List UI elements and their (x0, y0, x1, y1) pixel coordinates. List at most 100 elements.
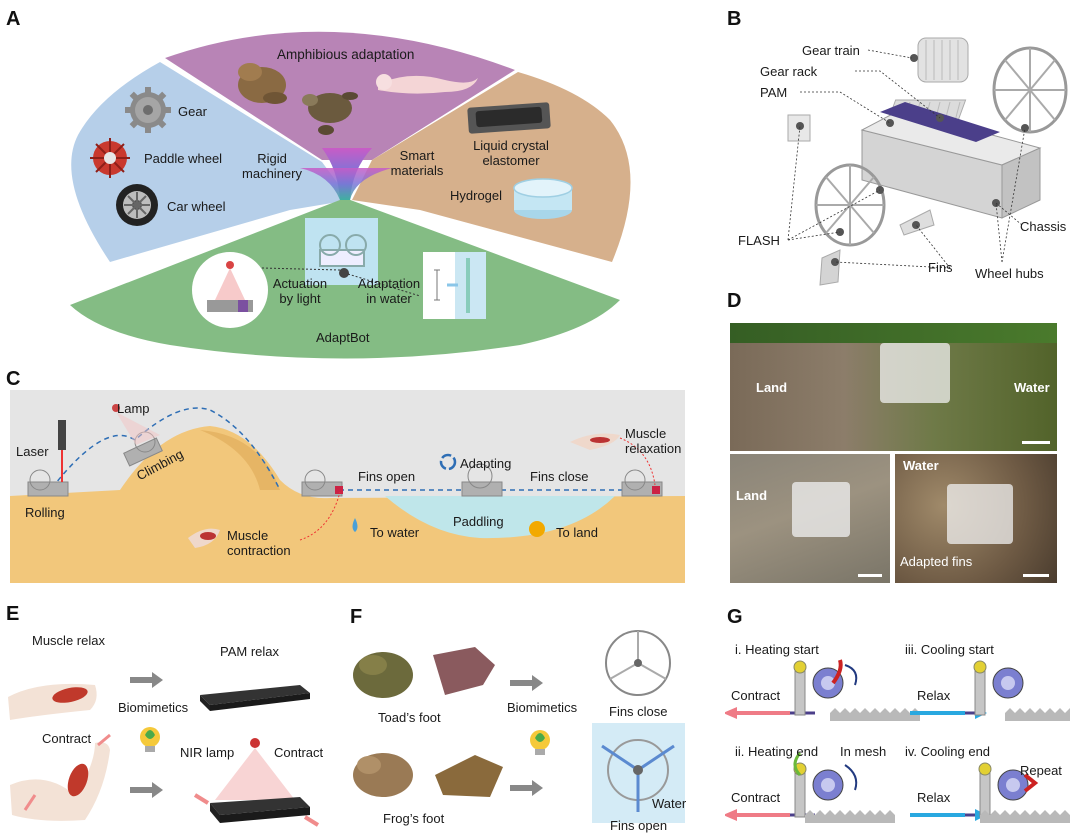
panel-label-d: D (727, 290, 742, 312)
panel-c-terrain (10, 390, 685, 583)
pam-label: PAM (760, 85, 788, 100)
fins-close-label-c: Fins close (530, 469, 589, 484)
gear-icon (125, 87, 171, 133)
lamp-label: Lamp (117, 401, 150, 416)
robot-rolling (27, 469, 69, 497)
adapting-label: Adapting (460, 456, 512, 471)
toad-foot-icon (433, 647, 495, 695)
biomimetics-label-e: Biomimetics (118, 700, 189, 715)
wheel-hub-right (992, 46, 1068, 134)
contract-label-e-right: Contract (274, 745, 324, 760)
lightbulb-icon-f (530, 730, 550, 755)
water-drop-icon (352, 518, 358, 532)
muscle-contraction-icon (188, 528, 220, 548)
amphibious-adaptation-label: Amphibious adaptation (277, 47, 415, 62)
chassis-label: Chassis (1020, 219, 1067, 234)
panel-label-e: E (6, 603, 20, 625)
step-i-label: i. Heating start (735, 642, 819, 657)
contract-label-e-left: Contract (42, 731, 92, 746)
photo-land (730, 454, 890, 583)
gear-rack-label: Gear rack (760, 64, 818, 79)
hydrogel-label: Hydrogel (450, 188, 503, 203)
panel-b-exploded-view (787, 37, 1068, 286)
adapting-cycle-icon (439, 453, 457, 471)
relaxed-arm-icon (8, 683, 97, 720)
relax-label-g2: Relax (917, 790, 951, 805)
frog-icon-f (353, 753, 413, 797)
paddle-wheel-label: Paddle wheel (144, 151, 223, 166)
frog-icon (238, 63, 287, 104)
gear-label: Gear (178, 104, 207, 119)
step-ii-label: ii. Heating end (735, 744, 819, 759)
nir-lamp-icon (250, 738, 260, 748)
photo-land-to-water (730, 323, 1057, 451)
muscle-relaxation-icon (570, 433, 620, 450)
panel-g-graphic (725, 659, 1070, 823)
relax-label-g1: Relax (917, 688, 951, 703)
to-water-label: To water (370, 525, 420, 540)
panel-label-g: G (727, 606, 743, 628)
heating-indicator-i (831, 659, 843, 685)
adapted-fins-label: Adapted fins (900, 554, 973, 569)
robot-paddling (461, 463, 503, 497)
nir-lamp-label: NIR lamp (180, 745, 235, 760)
robot-fins-open (301, 469, 343, 497)
step-iii-label: iii. Cooling start (905, 642, 994, 657)
frog-foot-icon (435, 755, 503, 797)
axolotl-icon (376, 74, 478, 94)
repeat-indicator (1023, 773, 1039, 793)
fins-open-wheel (601, 739, 675, 812)
lightbulb-icon (140, 727, 160, 752)
panel-e-graphic (8, 672, 320, 827)
pam-relax-icon (200, 685, 310, 705)
photo-water (895, 454, 1057, 583)
in-mesh-label: In mesh (840, 744, 887, 759)
turtle-icon (302, 92, 358, 135)
land-label-bottom: Land (736, 488, 768, 503)
panel-label-b: B (727, 8, 742, 30)
lce-film-icon (467, 102, 551, 134)
adaptbot-label: AdaptBot (316, 330, 370, 345)
sun-icon (529, 521, 545, 537)
gear-train-part (917, 37, 969, 83)
fins-close-label-f: Fins close (609, 704, 668, 719)
water-label-bottom: Water (903, 458, 939, 473)
step-iv-label: iv. Cooling end (905, 744, 991, 759)
biomimetics-label-f: Biomimetics (507, 700, 578, 715)
fins-open-label-f: Fins open (610, 818, 668, 833)
hydrogel-icon (513, 178, 573, 219)
fins-open-label-c: Fins open (358, 469, 416, 484)
panel-label-f: F (350, 606, 363, 628)
panel-a-graphic (70, 31, 631, 359)
panel-label-c: C (6, 368, 21, 390)
flash-label: FLASH (738, 233, 780, 248)
contract-label-g2: Contract (731, 790, 781, 805)
fins-close-wheel (605, 630, 671, 696)
laser-icon (58, 420, 66, 450)
contract-label-g1: Contract (731, 688, 781, 703)
toads-foot-label: Toad’s foot (378, 710, 441, 725)
car-wheel-icon (116, 184, 158, 226)
water-label-top: Water (1014, 380, 1050, 395)
pam-relax-label: PAM relax (220, 644, 279, 659)
panel-label-a: A (6, 8, 21, 30)
to-land-label: To land (556, 525, 598, 540)
car-wheel-label: Car wheel (167, 199, 226, 214)
land-label-top: Land (756, 380, 788, 395)
wheel-hubs-label: Wheel hubs (975, 266, 1044, 281)
paddling-label: Paddling (453, 514, 504, 529)
wheel-hub-left (814, 163, 886, 247)
water-label-f: Water (652, 796, 687, 811)
gear-train-label: Gear train (802, 43, 860, 58)
contracted-arm-icon (10, 733, 111, 821)
toad-icon (353, 652, 413, 698)
laser-label: Laser (16, 444, 49, 459)
robot-fins-close (621, 469, 663, 497)
panel-f-graphic (353, 630, 685, 823)
